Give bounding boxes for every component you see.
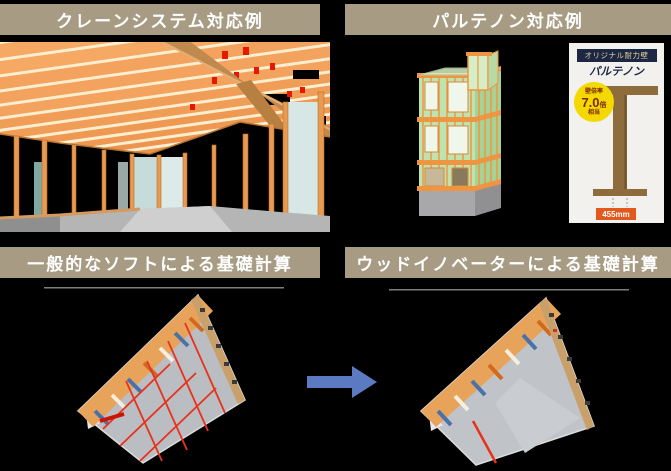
parthenon-spec-card: オリジナル耐力壁 パルテノン 壁倍率 7.0倍 相当 455mm	[569, 43, 664, 223]
general-software-render	[0, 283, 322, 471]
header-parthenon: パルテノン対応例	[345, 4, 671, 35]
wood-innovator-render	[345, 283, 671, 471]
warning-beam	[471, 420, 498, 464]
general-software-render-svg	[0, 283, 322, 471]
spec-card-header-label: オリジナル耐力壁	[584, 51, 649, 60]
framing-band	[421, 298, 561, 427]
badge-top-label: 壁倍率	[584, 88, 603, 95]
width-label: 455mm	[596, 208, 636, 220]
wall-panels	[34, 102, 318, 218]
badge-bottom-label: 相当	[587, 109, 600, 116]
header-crane: クレーンシステム対応例	[0, 4, 320, 35]
header-general-software-label: 一般的なソフトによる基礎計算	[27, 255, 293, 274]
header-crane-label: クレーンシステム対応例	[56, 12, 264, 31]
crane-3d-render	[0, 42, 330, 232]
header-parthenon-label: パルテノン対応例	[432, 12, 584, 31]
spec-card-header: オリジナル耐力壁	[576, 49, 657, 62]
product-name: パルテノン	[589, 66, 644, 78]
wall-ratio-badge: 壁倍率 7.0倍 相当	[574, 82, 614, 122]
framing-band	[78, 295, 213, 427]
header-wood-innovator: ウッドイノベーターによる基礎計算	[345, 247, 671, 278]
wall-column-diagram	[593, 86, 658, 207]
crane-3d-render-svg	[0, 42, 330, 232]
width-label-text: 455mm	[602, 209, 630, 219]
floor	[0, 206, 330, 232]
arrow-right-icon	[307, 366, 377, 398]
header-general-software: 一般的なソフトによる基礎計算	[0, 247, 320, 278]
badge-value: 7.0倍	[581, 94, 607, 110]
wood-innovator-render-svg	[345, 283, 671, 471]
roof-tower	[466, 50, 499, 91]
header-wood-innovator-label: ウッドイノベーターによる基礎計算	[356, 255, 660, 274]
